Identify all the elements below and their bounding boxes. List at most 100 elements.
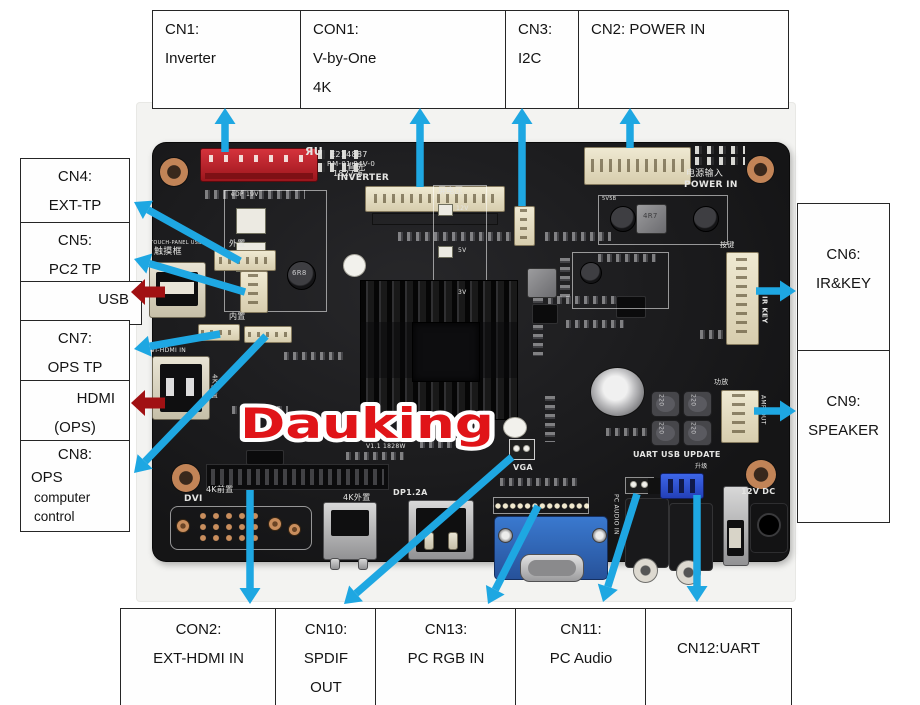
silkscreen-text: 220 — [689, 394, 697, 407]
silkscreen-text: eDP 19V — [231, 191, 259, 198]
callout-cn12-uart: CN12:UART — [645, 608, 792, 705]
callout-cn13-pc-rgb-in-line: CN13: — [424, 621, 468, 638]
touch-int-connector-2 — [244, 326, 292, 343]
callout-hdmi-ops: HDMI(OPS) — [20, 380, 130, 445]
silkscreen-text: 屏电压 — [438, 186, 463, 195]
spdif-pin — [523, 445, 530, 452]
spdif-pin — [513, 445, 520, 452]
silkscreen-text: ЯU — [305, 145, 324, 158]
smd-components — [420, 440, 486, 448]
silkscreen-text: 220 — [657, 422, 665, 435]
silkscreen-text: 6R8 — [292, 269, 307, 277]
callout-con1-vbyone-line: CON1: — [313, 21, 359, 38]
silkscreen-text: PC AUDIO IN — [612, 494, 620, 535]
smd-components — [300, 430, 388, 438]
audio-jack-front — [633, 558, 658, 583]
dauking-logo: Dauking — [236, 395, 498, 452]
smd-components — [318, 163, 364, 172]
callout-cn9-speaker-line: SPEAKER — [808, 422, 879, 439]
callout-con2-ext-hdmi-in-line: CON2: — [175, 621, 222, 638]
silkscreen-text: IR KEY — [760, 296, 769, 324]
callout-cn10-spdif-out-line: CN10: — [304, 621, 348, 638]
callout-cn9-speaker-line: CN9: — [826, 393, 861, 410]
silkscreen-text: DVI — [184, 494, 203, 504]
callout-cn4-ext-tp-line: CN4: — [57, 168, 93, 185]
silkscreen-text: 背光 — [347, 163, 366, 173]
callout-cn1-inverter-line: Inverter — [165, 50, 216, 67]
callout-cn6-ir-key-line: IR&KEY — [815, 275, 872, 292]
silkscreen-text: 4R7 — [643, 212, 658, 220]
capacitor — [610, 206, 636, 232]
power-circuit-block — [598, 195, 728, 245]
amp-inductor — [651, 420, 680, 446]
smd-components — [500, 478, 580, 486]
smd-components — [318, 150, 364, 159]
callout-cn1-inverter: CN1:Inverter — [152, 10, 314, 109]
smd-components — [695, 146, 745, 154]
callout-cn3-i2c-line: CN3: — [518, 21, 553, 38]
silkscreen-text: POWER IN — [684, 180, 738, 190]
callout-hdmi-ops-line: (OPS) — [54, 419, 96, 436]
vbyone-pin-row — [372, 213, 498, 225]
jumper-resistor — [438, 204, 453, 216]
dauking-logo-text: Dauking — [240, 399, 494, 448]
audio-jack — [669, 503, 713, 571]
callout-cn11-pc-audio-line: CN11: — [560, 621, 602, 638]
touch-int-connector-1 — [198, 324, 240, 341]
mounting-hole — [747, 156, 774, 183]
heatsink-core — [412, 322, 480, 382]
amp-inductor — [683, 420, 712, 446]
smd-components — [346, 452, 404, 460]
usb-tongue — [729, 528, 741, 548]
smd-components — [598, 254, 656, 262]
vga-screw — [498, 528, 513, 543]
hdmi-contact — [186, 378, 194, 396]
callout-cn9-speaker: CN9: SPEAKER — [797, 350, 890, 523]
callout-cn4-ext-tp-line: EXT-TP — [48, 197, 102, 214]
capacitor — [693, 206, 719, 232]
smd-components — [533, 298, 543, 356]
silkscreen-text: E214887 — [330, 150, 368, 159]
mounting-hole — [172, 464, 200, 492]
silkscreen-text: 按键 — [720, 241, 735, 249]
amp-inductor — [683, 391, 712, 417]
inverter-connector — [200, 148, 318, 182]
inductor-4r7 — [636, 204, 667, 234]
ir-key-connector — [726, 252, 759, 345]
capacitor — [580, 262, 602, 284]
ic-chip — [616, 296, 646, 318]
silkscreen-text: DVI-HDMI IN — [146, 347, 187, 354]
silkscreen-text: 外置 — [229, 239, 246, 248]
vga-pin-header — [493, 497, 589, 514]
silkscreen-text: UART USB UPDATE — [633, 450, 721, 459]
hdmi-leg — [330, 558, 340, 570]
callout-cn3-i2c: CN3:I2C — [505, 10, 592, 109]
dvi-pad-grid — [198, 511, 264, 545]
callout-con1-vbyone-line: V-by-One — [313, 50, 377, 67]
amp-inductor — [651, 391, 680, 417]
speaker-connector — [721, 390, 759, 443]
callout-usb-line: USB — [98, 291, 129, 308]
silkscreen-text: 功放 — [714, 378, 729, 386]
i2c-connector — [514, 206, 535, 246]
hdmi-leg — [358, 558, 368, 570]
silkscreen-text: AMP OUT — [759, 395, 767, 425]
ic-chip — [246, 450, 284, 465]
solder-pad — [176, 519, 190, 533]
hdmi-contact — [166, 378, 174, 396]
callout-cn5-pc2-tp-line: CN5: — [57, 232, 93, 249]
solder-pad — [268, 517, 282, 531]
callout-con1-vbyone-line: 4K — [313, 79, 332, 96]
push-button — [503, 417, 527, 438]
vga-dsub-face — [528, 560, 576, 576]
vbyone-connector — [365, 186, 505, 212]
callout-cn5-pc2-tp-line: PC2 TP — [48, 261, 102, 278]
smd-components — [566, 320, 624, 328]
silkscreen-text: 3V — [458, 289, 467, 296]
callout-cn7-ops-tp: CN7:OPS TP — [20, 320, 130, 385]
silkscreen-text: VGA — [513, 463, 533, 472]
power-connector — [584, 147, 691, 185]
callout-cn8-ops-line: OPS — [31, 469, 63, 486]
